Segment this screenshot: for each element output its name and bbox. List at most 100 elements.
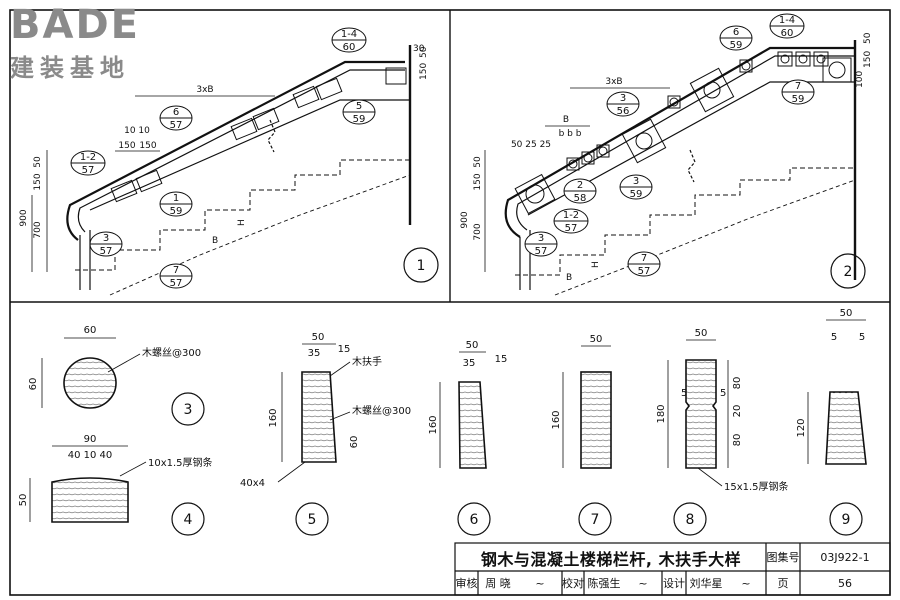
review-name: 周 晓 bbox=[485, 577, 511, 590]
section-5: 50 35 15 160 60 木扶手 木螺丝@300 40x4 5 bbox=[240, 332, 411, 536]
detail-1-ornament-panels bbox=[110, 67, 407, 203]
ref-bubble: 1-257 bbox=[70, 150, 106, 176]
detail-2-elevation bbox=[504, 40, 857, 296]
dim-top30: 30 bbox=[413, 44, 425, 54]
dim-spacing: 3xB bbox=[196, 85, 213, 95]
svg-text:1: 1 bbox=[173, 193, 179, 204]
page-label: 页 bbox=[777, 577, 789, 590]
svg-text:2: 2 bbox=[577, 180, 583, 191]
svg-text:1-4: 1-4 bbox=[341, 29, 357, 40]
ref-bubble: 356 bbox=[606, 91, 640, 117]
detail-1-number: 1 bbox=[403, 247, 439, 283]
svg-text:50: 50 bbox=[312, 332, 325, 343]
section-7: 50 160 7 bbox=[551, 334, 612, 536]
section-9: 50 5 5 120 9 bbox=[796, 308, 867, 536]
svg-text:80: 80 bbox=[732, 434, 743, 447]
dim-top50: 50 bbox=[863, 32, 873, 44]
svg-text:3: 3 bbox=[620, 93, 626, 104]
svg-text:1-2: 1-2 bbox=[563, 210, 579, 221]
svg-text:7: 7 bbox=[641, 253, 647, 264]
svg-text:60: 60 bbox=[349, 436, 360, 449]
svg-text:3: 3 bbox=[538, 233, 544, 244]
svg-text:35: 35 bbox=[308, 348, 321, 359]
design-signature: ~ bbox=[741, 576, 751, 590]
svg-text:59: 59 bbox=[630, 189, 643, 200]
check-name: 陈强生 bbox=[587, 577, 621, 590]
atlas-number: 03J922-1 bbox=[820, 550, 870, 564]
svg-text:5: 5 bbox=[308, 512, 317, 528]
svg-text:160: 160 bbox=[428, 415, 439, 434]
svg-text:59: 59 bbox=[792, 94, 805, 105]
design-label: 设计 bbox=[663, 577, 685, 590]
section-4: 90 40 10 40 50 10x1.5厚钢条 4 bbox=[18, 434, 213, 536]
dim-h900: 900 bbox=[460, 211, 470, 228]
brand-logo: BADE 建装基地 bbox=[4, 2, 174, 92]
svg-text:50: 50 bbox=[18, 494, 29, 507]
svg-text:120: 120 bbox=[796, 418, 807, 437]
ref-bubble: 1-257 bbox=[553, 208, 589, 234]
dim-top150: 150 bbox=[419, 63, 429, 80]
svg-text:50: 50 bbox=[840, 308, 853, 319]
svg-text:180: 180 bbox=[656, 404, 667, 423]
check-label: 校对 bbox=[562, 577, 584, 590]
svg-text:1: 1 bbox=[417, 258, 426, 274]
dim-top100: 100 bbox=[855, 71, 865, 88]
design-name: 刘华星 bbox=[689, 577, 723, 590]
svg-text:木螺丝@300: 木螺丝@300 bbox=[352, 405, 411, 417]
svg-text:2: 2 bbox=[844, 264, 853, 280]
svg-text:7: 7 bbox=[173, 265, 179, 276]
dim-stair-h: H bbox=[237, 219, 247, 226]
detail-1-reference-bubbles: 1-460 657 559 1-257 159 357 757 bbox=[70, 27, 376, 289]
svg-text:56: 56 bbox=[617, 106, 630, 117]
review-label: 审核 bbox=[455, 577, 478, 590]
ref-bubble: 357 bbox=[524, 231, 558, 257]
svg-text:1-2: 1-2 bbox=[80, 152, 96, 163]
svg-text:59: 59 bbox=[730, 40, 743, 51]
svg-text:57: 57 bbox=[100, 246, 113, 257]
dim-B: B bbox=[563, 115, 569, 125]
ref-bubble: 1-460 bbox=[769, 13, 805, 39]
detail-2-ring-panels bbox=[514, 51, 852, 215]
dim-stair-b: B bbox=[566, 273, 572, 283]
svg-text:15x1.5厚钢条: 15x1.5厚钢条 bbox=[724, 480, 789, 493]
svg-text:6: 6 bbox=[733, 27, 739, 38]
svg-text:50: 50 bbox=[590, 334, 603, 345]
dim-50-25-25: 50 25 25 bbox=[511, 140, 551, 150]
ref-bubble: 1-460 bbox=[331, 27, 367, 53]
svg-text:9: 9 bbox=[842, 512, 851, 528]
drawing-title: 钢木与混凝土楼梯栏杆, 木扶手大样 bbox=[480, 550, 742, 569]
svg-text:50: 50 bbox=[695, 328, 708, 339]
svg-text:木螺丝@300: 木螺丝@300 bbox=[142, 347, 201, 359]
dim-10-10: 10 10 bbox=[124, 126, 150, 136]
ref-bubble: 757 bbox=[627, 251, 661, 277]
section-6: 50 35 15 160 6 bbox=[428, 340, 508, 536]
dim-h700: 700 bbox=[33, 221, 43, 238]
svg-text:3: 3 bbox=[633, 176, 639, 187]
svg-text:15: 15 bbox=[338, 344, 351, 355]
dim-stair-h: H bbox=[591, 261, 601, 268]
svg-text:1-4: 1-4 bbox=[779, 15, 795, 26]
dim-150-b: 150 bbox=[139, 141, 156, 151]
svg-text:60: 60 bbox=[84, 325, 97, 336]
logo-brand: BADE bbox=[10, 2, 140, 48]
dim-h150: 150 bbox=[473, 173, 483, 190]
dim-stair-b: B bbox=[212, 236, 218, 246]
svg-text:160: 160 bbox=[551, 410, 562, 429]
svg-text:5: 5 bbox=[720, 388, 726, 399]
svg-text:59: 59 bbox=[170, 206, 183, 217]
ref-bubble: 258 bbox=[563, 178, 597, 204]
svg-text:57: 57 bbox=[170, 120, 183, 131]
detail-2-dimensions: 3xB B b b b 50 25 25 50 150 900 700 50 1… bbox=[460, 32, 873, 283]
ref-bubble: 357 bbox=[89, 231, 123, 257]
svg-text:90: 90 bbox=[84, 434, 97, 445]
detail-2-reference-bubbles: 659 1-460 356 759 258 359 1-257 357 757 bbox=[524, 13, 815, 277]
svg-text:60: 60 bbox=[343, 42, 356, 53]
svg-text:15: 15 bbox=[495, 354, 508, 365]
dim-150-a: 150 bbox=[118, 141, 135, 151]
ref-bubble: 759 bbox=[781, 79, 815, 105]
svg-text:60: 60 bbox=[28, 378, 39, 391]
dim-top150: 150 bbox=[863, 51, 873, 68]
dim-h50: 50 bbox=[473, 156, 483, 168]
dim-bbb: b b b bbox=[559, 129, 582, 139]
